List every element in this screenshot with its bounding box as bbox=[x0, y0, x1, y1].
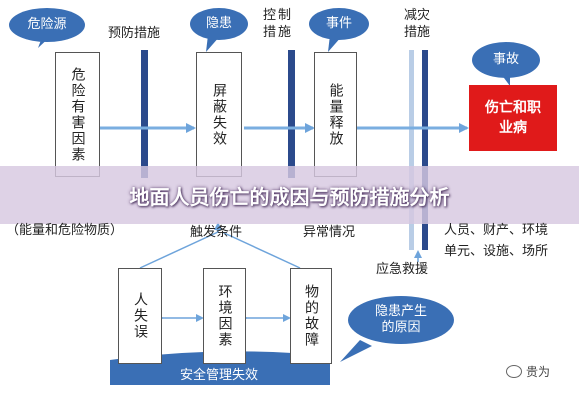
hidden-danger-label: 隐患 bbox=[205, 15, 232, 31]
trigger-label: 触发条件 bbox=[190, 225, 243, 240]
page-title: 地面人员伤亡的成因与预防措施分析 bbox=[129, 184, 450, 209]
energy-release-label: 能量释放 bbox=[327, 82, 344, 147]
injury-result-box: 伤亡和职 业病 bbox=[469, 85, 557, 151]
shield-failure-label: 屏蔽失效 bbox=[211, 82, 227, 147]
cause-bubble-line-2: 的原因 bbox=[381, 320, 421, 335]
hazard-source-label: 危险源 bbox=[27, 16, 67, 32]
object-fault-label: 物的故障 bbox=[303, 284, 319, 348]
loss-line-2: 单元、设施、场所 bbox=[444, 244, 549, 259]
hazard-factors-box: 危险有害因素 bbox=[55, 52, 100, 177]
control-barrier bbox=[288, 50, 295, 178]
shield-failure-box: 屏蔽失效 bbox=[196, 52, 242, 177]
result-line-1: 伤亡和职 bbox=[485, 99, 541, 116]
control-label: 控制措施 bbox=[262, 8, 294, 52]
emergency-rescue-label: 应急救援 bbox=[376, 262, 429, 277]
title-banner: 地面人员伤亡的成因与预防措施分析 bbox=[0, 166, 579, 224]
mitigation-label: 减灾措施 bbox=[402, 8, 432, 42]
event-label: 事件 bbox=[325, 15, 352, 31]
mitigation-barrier-light bbox=[409, 50, 414, 250]
environment-box: 环境因素 bbox=[203, 268, 246, 364]
cause-bubble-tail bbox=[340, 340, 372, 362]
cause-link-left bbox=[139, 231, 219, 269]
safety-mgmt-label: 安全管理失效 bbox=[180, 368, 259, 383]
hazard-source-bubble: 危险源 bbox=[9, 8, 85, 42]
human-error-box: 人失误 bbox=[118, 268, 162, 364]
environment-label: 环境因素 bbox=[216, 284, 233, 348]
wechat-icon bbox=[506, 365, 522, 378]
accident-label: 事故 bbox=[492, 51, 519, 67]
watermark: 贵为 bbox=[506, 363, 550, 380]
loss-line-1: 人员、财产、环境 bbox=[444, 223, 549, 238]
human-error-label: 人失误 bbox=[132, 292, 148, 340]
control-label-text: 控制措施 bbox=[262, 8, 293, 40]
hazard-factors-label: 危险有害因素 bbox=[69, 66, 86, 163]
cause-bubble-line-1: 隐患产生 bbox=[374, 303, 427, 319]
prevention-barrier bbox=[141, 50, 148, 178]
prevention-label: 预防措施 bbox=[108, 26, 161, 41]
cause-origin-bubble: 隐患产生 的原因 bbox=[348, 296, 454, 344]
object-fault-box: 物的故障 bbox=[290, 268, 332, 364]
accident-bubble: 事故 bbox=[472, 42, 540, 78]
energy-materials-label: （能量和危险物质） bbox=[6, 223, 124, 238]
mitigation-barrier bbox=[422, 50, 428, 250]
mitigation-label-text: 减灾措施 bbox=[403, 8, 430, 40]
cause-link-right bbox=[221, 231, 301, 269]
result-line-2: 业病 bbox=[499, 120, 527, 136]
abnormal-label: 异常情况 bbox=[303, 225, 356, 240]
energy-release-box: 能量释放 bbox=[314, 52, 357, 177]
safety-mgmt-bar bbox=[110, 351, 330, 385]
watermark-text: 贵为 bbox=[526, 365, 551, 379]
event-bubble: 事件 bbox=[309, 8, 369, 40]
hidden-danger-bubble: 隐患 bbox=[190, 8, 248, 40]
